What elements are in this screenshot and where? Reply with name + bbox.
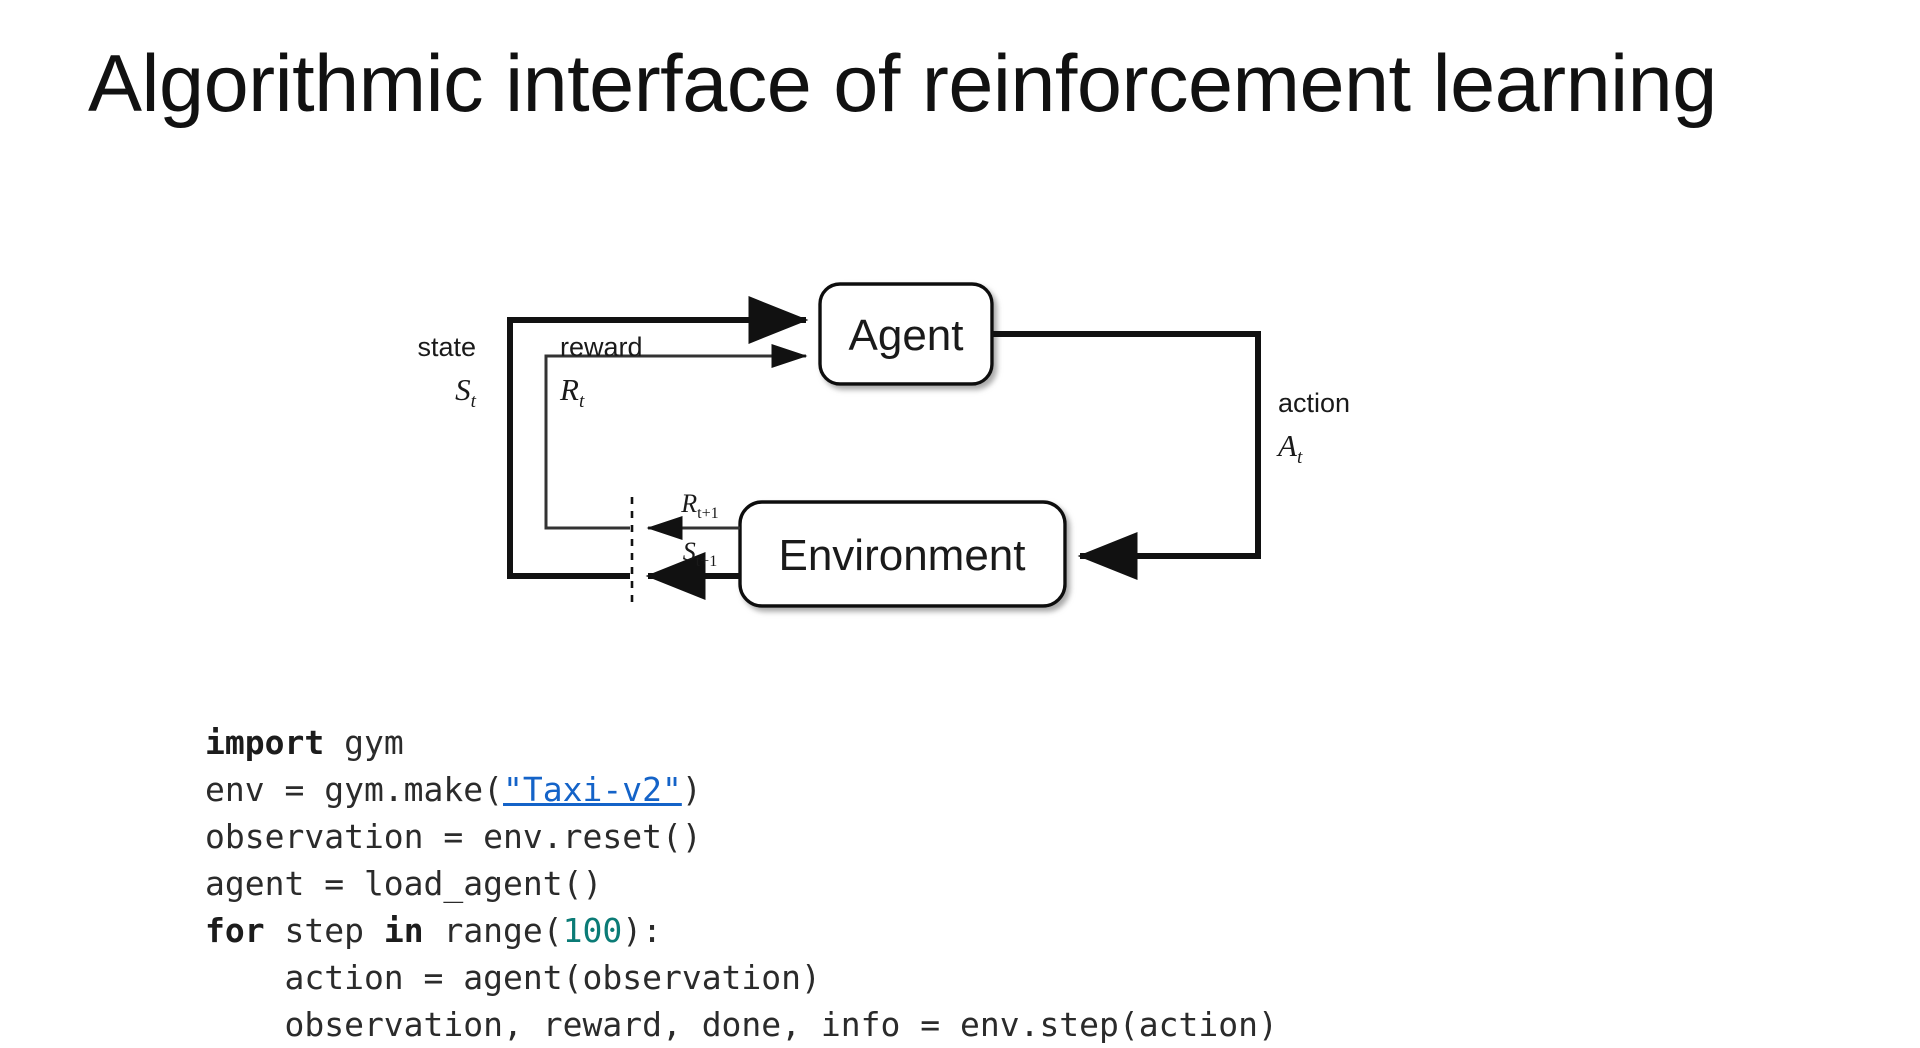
page-title: Algorithmic interface of reinforcement l… xyxy=(88,39,1717,129)
environment-box-label: Environment xyxy=(778,531,1025,580)
reward-arrow-path xyxy=(544,344,808,530)
code-keyword: for xyxy=(205,911,265,950)
code-line: observation = env.reset() xyxy=(205,817,702,856)
environment-box xyxy=(738,500,1067,608)
action-label: action xyxy=(1278,388,1350,418)
state-label: state xyxy=(417,332,476,362)
code-line: for step in range(100): xyxy=(205,911,662,950)
diagram-node-environment: Environment xyxy=(738,500,1067,608)
code-snippet: import gym env = gym.make("Taxi-v2") obs… xyxy=(205,719,1278,1048)
action-symbol: At xyxy=(1276,428,1303,468)
code-line: observation, reward, done, info = env.st… xyxy=(205,1005,1278,1044)
code-text: agent = load_agent() xyxy=(205,864,603,903)
diagram-edge-action: action At xyxy=(992,331,1350,580)
code-text: ) xyxy=(681,770,702,809)
code-link-taxi-v2[interactable]: "Taxi-v2" xyxy=(503,770,682,809)
code-text: action = agent(observation) xyxy=(205,958,821,997)
code-line: agent = load_agent() xyxy=(205,864,602,903)
action-arrow-path xyxy=(992,331,1261,580)
state-symbol: St xyxy=(455,372,477,412)
agent-box xyxy=(818,282,994,386)
code-text: gym xyxy=(324,723,404,762)
state-arrow-path xyxy=(507,296,809,579)
code-text: ): xyxy=(622,911,663,950)
code-text: range( xyxy=(423,911,563,950)
reward-symbol: Rt xyxy=(559,372,585,412)
code-text: env = gym.make( xyxy=(205,770,504,809)
code-text: step xyxy=(264,911,384,950)
state-next-symbol: St+1 xyxy=(683,537,718,570)
code-text: observation, reward, done, info = env.st… xyxy=(205,1005,1278,1044)
reward-label: reward xyxy=(560,332,643,362)
diagram-edge-reward: reward Rt xyxy=(544,332,808,530)
diagram-node-agent: Agent xyxy=(818,282,994,386)
diagram-edge-state-next: St+1 xyxy=(645,537,740,600)
code-line: import gym xyxy=(205,723,404,762)
code-keyword: import xyxy=(205,723,325,762)
diagram-edge-state: state St xyxy=(417,296,809,579)
code-line: action = agent(observation) xyxy=(205,958,821,997)
code-line: env = gym.make("Taxi-v2") xyxy=(205,770,702,809)
code-keyword: in xyxy=(383,911,424,950)
code-text: observation = env.reset() xyxy=(205,817,702,856)
reward-next-symbol: Rt+1 xyxy=(680,489,719,522)
agent-box-label: Agent xyxy=(849,311,964,360)
code-number: 100 xyxy=(562,911,623,950)
diagram-edge-reward-next: Rt+1 xyxy=(646,489,740,540)
